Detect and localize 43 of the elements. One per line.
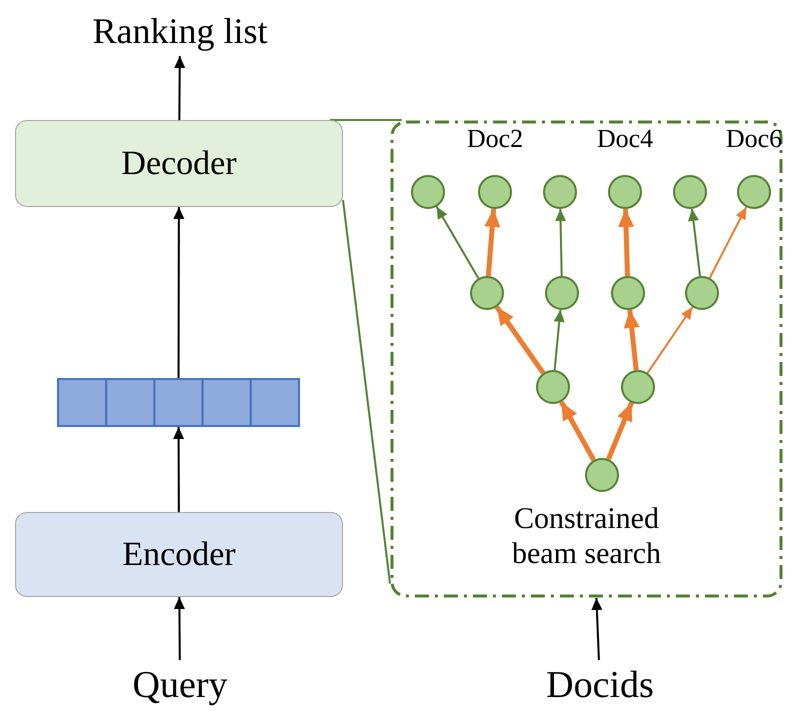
arrow: [688, 208, 701, 276]
tree-node-circle: [411, 175, 445, 209]
arrow: [624, 310, 640, 370]
arrow: [436, 206, 480, 279]
tree-node-circle: [608, 175, 642, 209]
tree-node-circle: [737, 175, 771, 209]
tree-node-circle: [673, 175, 707, 209]
output-label: Ranking list: [40, 8, 320, 56]
arrow: [559, 400, 596, 462]
tree-node-circle: [478, 175, 512, 209]
arrow: [484, 208, 500, 276]
arrow: [646, 306, 694, 374]
input-label: Query: [60, 660, 300, 711]
arrow: [555, 208, 566, 276]
tree-node-circle: [685, 276, 719, 310]
tree-node-circle: [621, 370, 655, 404]
arrow: [606, 402, 634, 460]
input-label: Docids: [480, 660, 720, 711]
tree-node-circle: [470, 276, 504, 310]
doc-label: Doc6: [724, 123, 784, 155]
arrow: [174, 597, 185, 660]
arrow: [174, 56, 186, 120]
embedding-vector: [57, 378, 300, 427]
decoder-box: Decoder: [15, 120, 343, 207]
arrow: [708, 206, 748, 278]
encoder-box: Encoder: [15, 512, 343, 597]
arrow: [591, 598, 602, 660]
dashed-panel: [390, 120, 783, 598]
arrow: [173, 207, 184, 378]
doc-label: Doc2: [466, 123, 524, 155]
zoom-line: [342, 200, 391, 584]
arrow: [173, 427, 184, 512]
tree-node-circle: [611, 276, 645, 310]
doc-label: Doc4: [596, 123, 654, 155]
panel-caption: Constrained beam search: [510, 502, 662, 571]
tree-node-circle: [545, 276, 579, 310]
tree-node-circle: [536, 370, 570, 404]
arrow: [618, 208, 634, 276]
tree-node-circle: [585, 458, 619, 492]
zoom-line: [330, 119, 402, 121]
arrow: [554, 310, 565, 370]
tree-node-circle: [543, 175, 577, 209]
arrow: [494, 305, 546, 375]
